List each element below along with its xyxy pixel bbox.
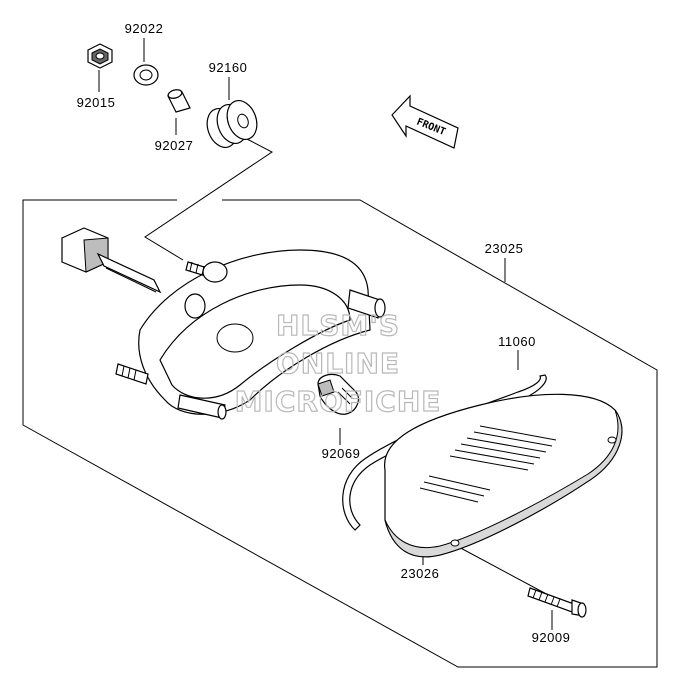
collar-92027-icon (167, 89, 191, 113)
lens-reflector-lines (419, 425, 557, 503)
grommet-92160-icon (206, 100, 258, 148)
label-92069: 92069 (322, 446, 361, 461)
watermark: HLSM'S ONLINE MICROFICHE (234, 308, 442, 418)
washer-92022-icon (133, 64, 159, 86)
label-11060: 11060 (498, 334, 536, 349)
leader-lines (98, 38, 553, 630)
front-arrow-icon: FRONT (391, 94, 459, 149)
label-92009: 92009 (532, 630, 571, 645)
label-92015: 92015 (77, 95, 116, 110)
label-92027: 92027 (155, 138, 194, 153)
watermark-line-1: HLSM'S (276, 309, 400, 342)
assembly-frame (22, 199, 658, 668)
lens-23026-icon (384, 393, 623, 558)
label-92022: 92022 (125, 21, 164, 36)
housing-23025-icon (61, 227, 386, 420)
bulb-92069-icon (317, 373, 359, 415)
nut-92015-icon (87, 43, 113, 69)
label-92160: 92160 (209, 60, 248, 75)
watermark-line-2: ONLINE (276, 347, 400, 380)
watermark-line-3: MICROFICHE (235, 385, 442, 418)
label-23026: 23026 (401, 566, 440, 581)
screw-92009-icon (527, 587, 587, 618)
part-labels: 92022 92015 92160 92027 23025 11060 9206… (77, 21, 571, 645)
label-23025: 23025 (485, 241, 524, 256)
